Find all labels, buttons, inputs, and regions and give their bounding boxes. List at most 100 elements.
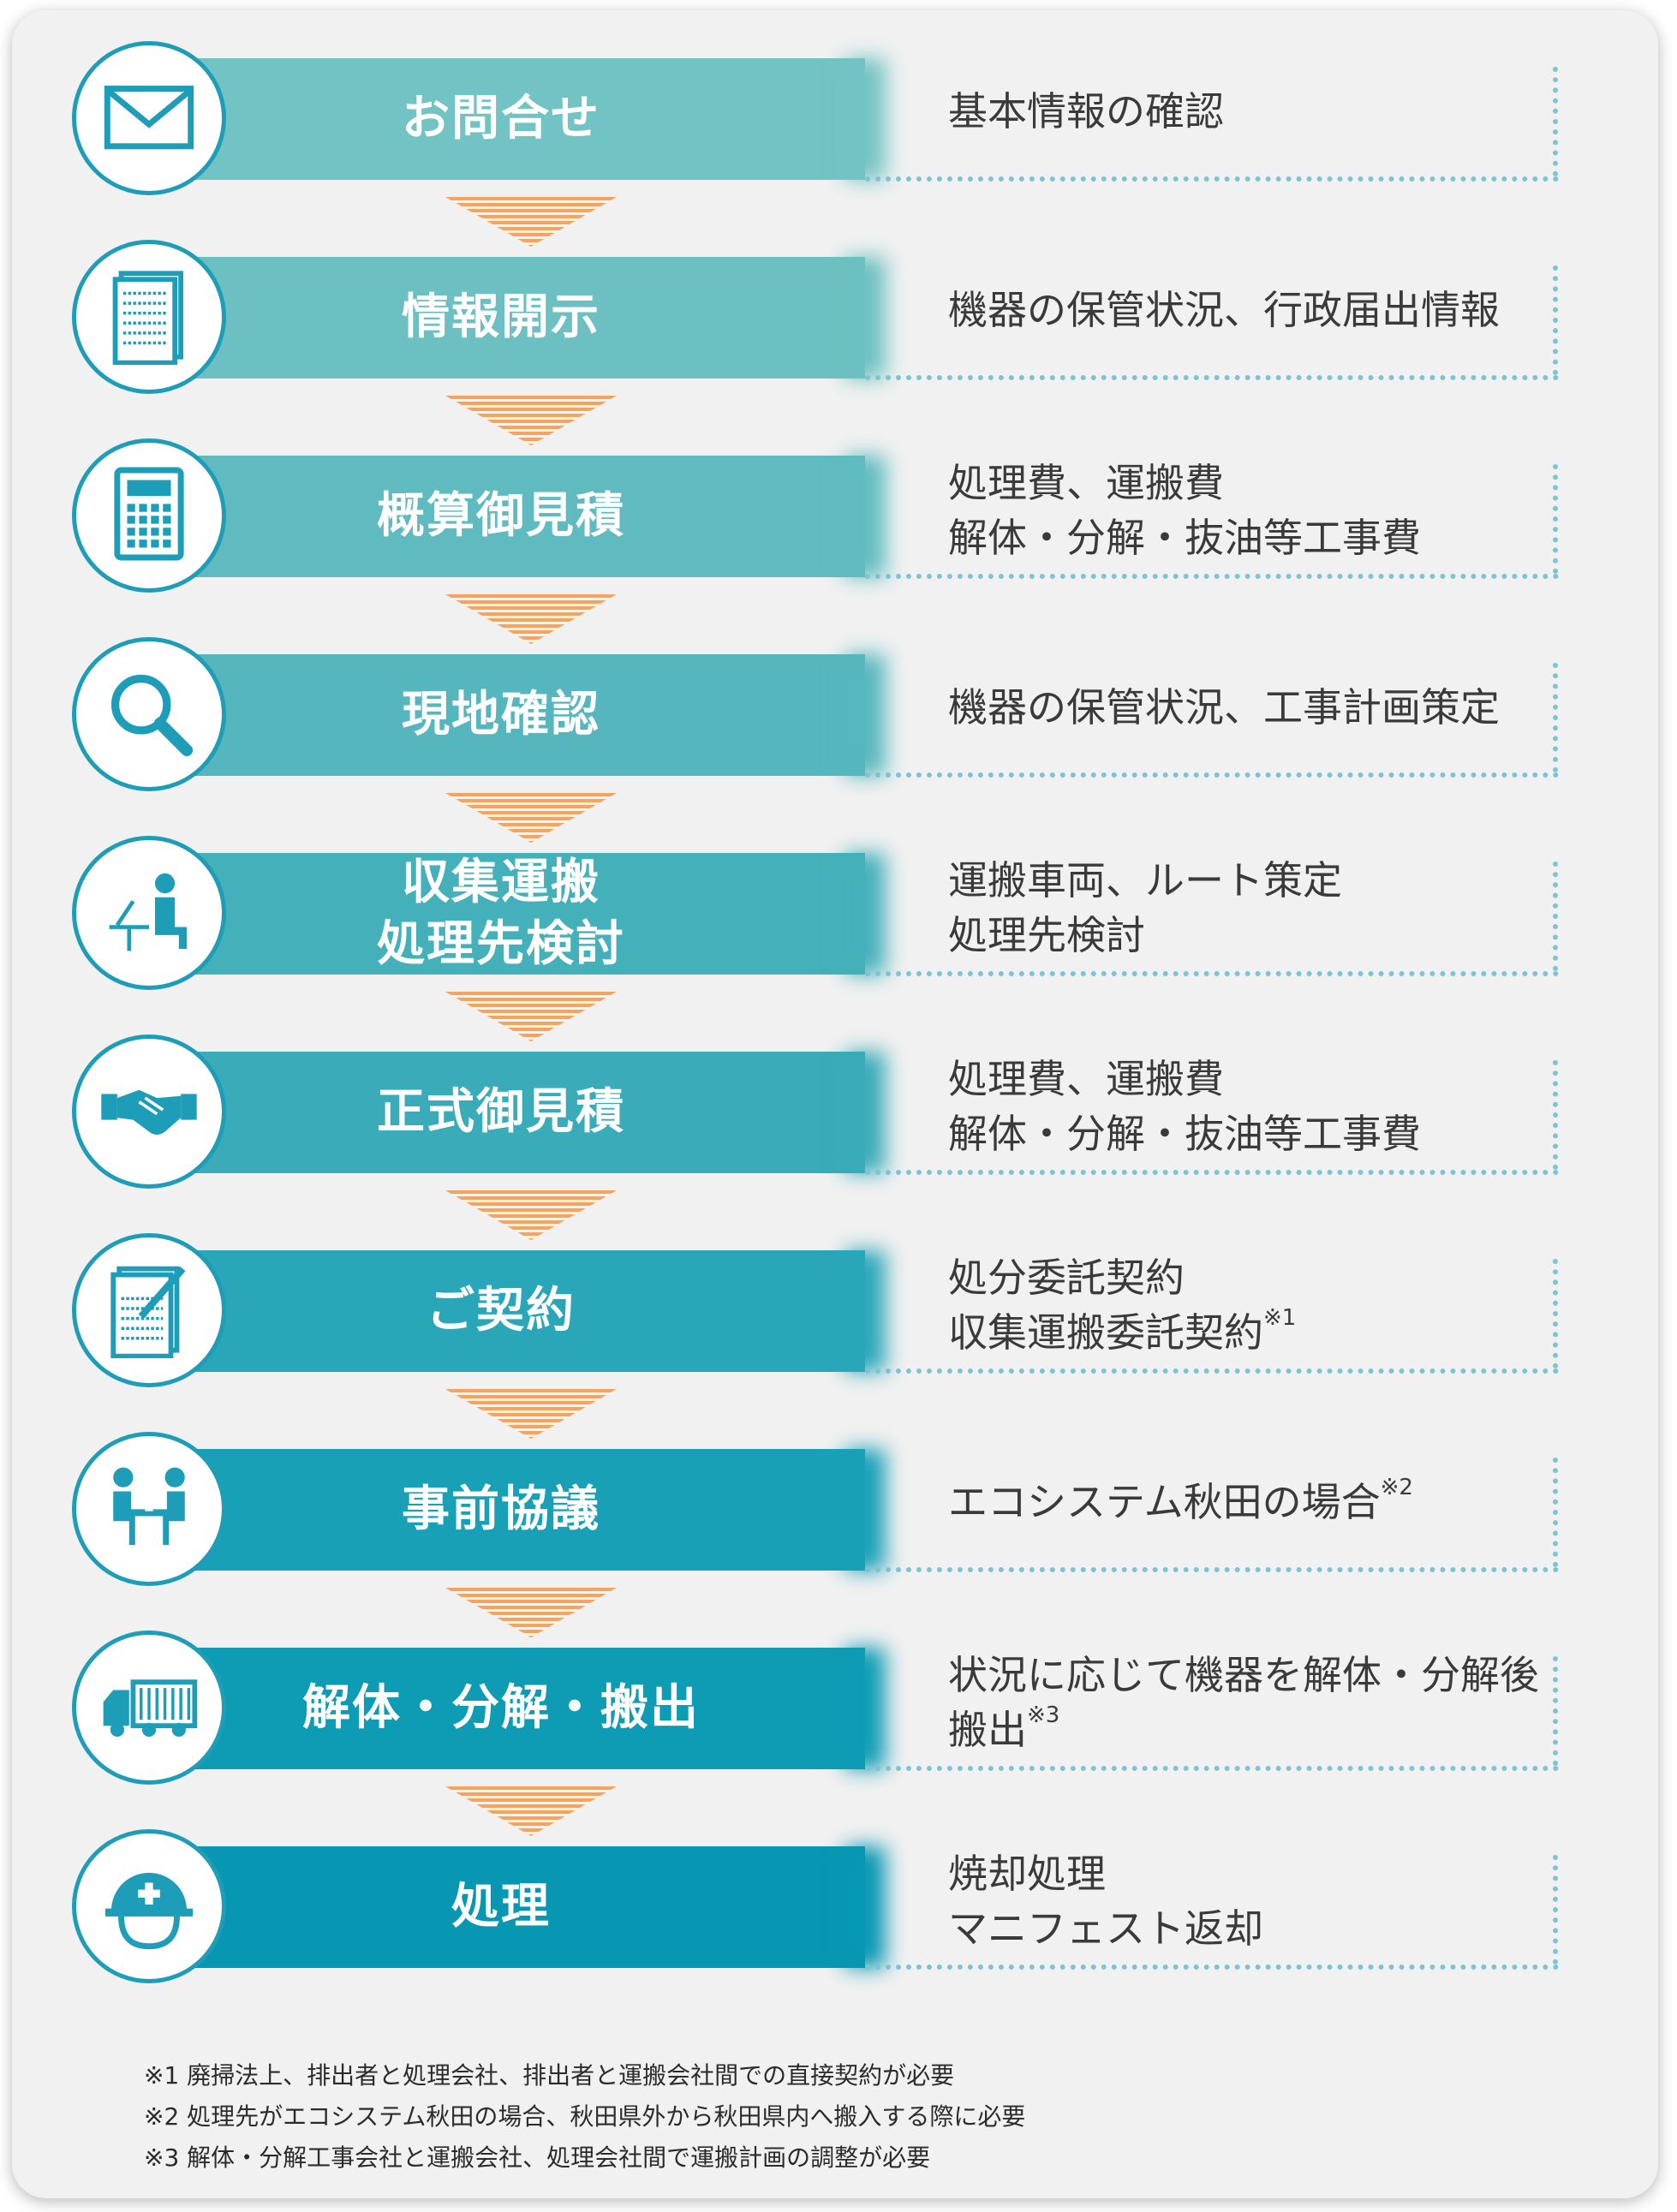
document-icon [99,265,199,368]
step-title-line: 解体・分解・搬出 [302,1680,700,1736]
step-description: 基本情報の確認 [948,84,1565,139]
description-text: 搬出 [948,1707,1027,1753]
step-icon-circle [72,438,226,593]
step-icon-circle [72,1034,226,1189]
step-description: 状況に応じて機器を解体・分解後搬出※3 [948,1648,1565,1757]
step-title-line: ご契約 [427,1283,576,1339]
flow-step: 事前協議 エコシステム秋田の場合※2 [0,1432,1677,1590]
step-description-line: 解体・分解・抜油等工事費 [948,510,1565,565]
step-description-line: 状況に応じて機器を解体・分解後 [948,1648,1565,1702]
step-icon-circle [72,1233,226,1387]
step-title: 正式御見積 [137,1052,865,1173]
magnifier-icon [99,663,199,766]
step-description-line: 機器の保管状況、工事計画策定 [948,680,1565,735]
dotted-side-rule [1553,1855,1558,1965]
description-text: マニフェスト返却 [948,1905,1263,1952]
dotted-divider [865,375,1559,380]
step-description: 処理費、運搬費解体・分解・抜油等工事費 [948,1052,1565,1161]
step-description-line: 処理費、運搬費 [948,456,1565,510]
footnote-3: ※3 解体・分解工事会社と運搬会社、処理会社間で運搬計画の調整が必要 [144,2143,931,2172]
handshake-icon [99,1060,199,1163]
step-bar: お問合せ [137,58,865,180]
dotted-side-rule [1553,67,1558,176]
step-icon-circle [72,1829,226,1983]
dotted-side-rule [1553,1656,1558,1766]
step-bar: 情報開示 [137,257,865,379]
footnote-mark: ※2 [1380,1475,1413,1500]
step-title: 事前協議 [137,1449,865,1571]
step-description-line: 焼却処理 [948,1846,1565,1901]
step-description-line: 運搬車両、ルート策定 [948,853,1565,908]
helmet-icon [99,1855,199,1958]
step-description-line: エコシステム秋田の場合※2 [948,1475,1565,1529]
step-description-line: 処理費、運搬費 [948,1052,1565,1106]
dotted-side-rule [1553,862,1558,971]
dotted-divider [865,772,1559,778]
step-description: エコシステム秋田の場合※2 [948,1475,1565,1529]
step-title-line: 処理 [451,1879,551,1935]
step-icon-circle [72,41,226,195]
step-description: 処理費、運搬費解体・分解・抜油等工事費 [948,456,1565,565]
step-description-line: マニフェスト返却 [948,1901,1565,1956]
step-bar: 概算御見積 [137,456,865,577]
description-text: 機器の保管状況、工事計画策定 [948,684,1500,730]
footnote-1: ※1 廃掃法上、排出者と処理会社、排出者と運搬会社間での直接契約が必要 [144,2061,955,2090]
step-title: お問合せ [137,58,865,180]
description-text: 処理費、運搬費 [948,1056,1224,1102]
step-title-line: 正式御見積 [377,1084,625,1140]
dotted-side-rule [1553,464,1558,574]
step-bar: 処理 [137,1846,865,1968]
step-title: ご契約 [137,1250,865,1372]
footnote-mark: ※3 [1027,1702,1060,1728]
flow-step: 解体・分解・搬出 状況に応じて機器を解体・分解後搬出※3 [0,1631,1677,1789]
step-icon-circle [72,1432,226,1586]
flow-step: お問合せ 基本情報の確認 [0,41,1677,200]
dotted-divider [865,1170,1559,1175]
description-text: 処分委託契約 [948,1255,1185,1301]
step-description: 処分委託契約収集運搬委託契約※1 [948,1250,1565,1360]
step-icon-circle [72,836,226,990]
flow-step: 情報開示 機器の保管状況、行政届出情報 [0,240,1677,398]
step-description-line: 基本情報の確認 [948,84,1565,139]
step-description: 機器の保管状況、行政届出情報 [948,283,1565,337]
step-title: 概算御見積 [137,456,865,577]
description-text: 処理費、運搬費 [948,460,1224,506]
step-title: 情報開示 [137,257,865,379]
flow-step: ご契約 処分委託契約収集運搬委託契約※1 [0,1233,1677,1392]
flow-step: 処理 焼却処理マニフェスト返却 [0,1829,1677,1988]
step-title-line: 処理先検討 [377,916,625,972]
dotted-divider [865,971,1559,976]
step-description-line: 収集運搬委託契約※1 [948,1305,1565,1360]
dotted-divider [865,574,1559,579]
step-description-line: 処分委託契約 [948,1250,1565,1305]
dotted-side-rule [1553,265,1558,375]
step-title: 解体・分解・搬出 [137,1648,865,1769]
description-text: 解体・分解・抜油等工事費 [948,515,1421,561]
flow-step: 正式御見積 処理費、運搬費解体・分解・抜油等工事費 [0,1034,1677,1193]
flow-step: 概算御見積 処理費、運搬費解体・分解・抜油等工事費 [0,438,1677,597]
footnote-mark: ※1 [1263,1305,1297,1331]
description-text: エコシステム秋田の場合 [948,1479,1381,1525]
footnotes: ※1 廃掃法上、排出者と処理会社、排出者と運搬会社間での直接契約が必要 ※2 処… [144,2055,1025,2179]
description-text: 状況に応じて機器を解体・分解後 [948,1652,1539,1698]
step-description-line: 解体・分解・抜油等工事費 [948,1106,1565,1161]
description-text: 運搬車両、ルート策定 [948,857,1342,903]
step-title: 処理 [137,1846,865,1968]
dotted-side-rule [1553,1060,1558,1170]
description-text: 解体・分解・抜油等工事費 [948,1111,1421,1157]
contract-pen-icon [99,1259,199,1362]
step-description-line: 処理先検討 [948,908,1565,963]
dotted-side-rule [1553,1458,1558,1567]
step-title: 収集運搬処理先検討 [137,853,865,975]
step-icon-circle [72,240,226,394]
dotted-divider [865,1368,1559,1374]
dotted-divider [865,176,1559,182]
meeting-icon [99,1458,199,1560]
dotted-side-rule [1553,1259,1558,1368]
step-title-line: 情報開示 [402,289,600,345]
step-title-line: 概算御見積 [377,488,625,544]
step-bar: ご契約 [137,1250,865,1372]
step-bar: 収集運搬処理先検討 [137,853,865,975]
step-title-line: 現地確認 [402,687,600,742]
step-description-line: 搬出※3 [948,1702,1565,1757]
